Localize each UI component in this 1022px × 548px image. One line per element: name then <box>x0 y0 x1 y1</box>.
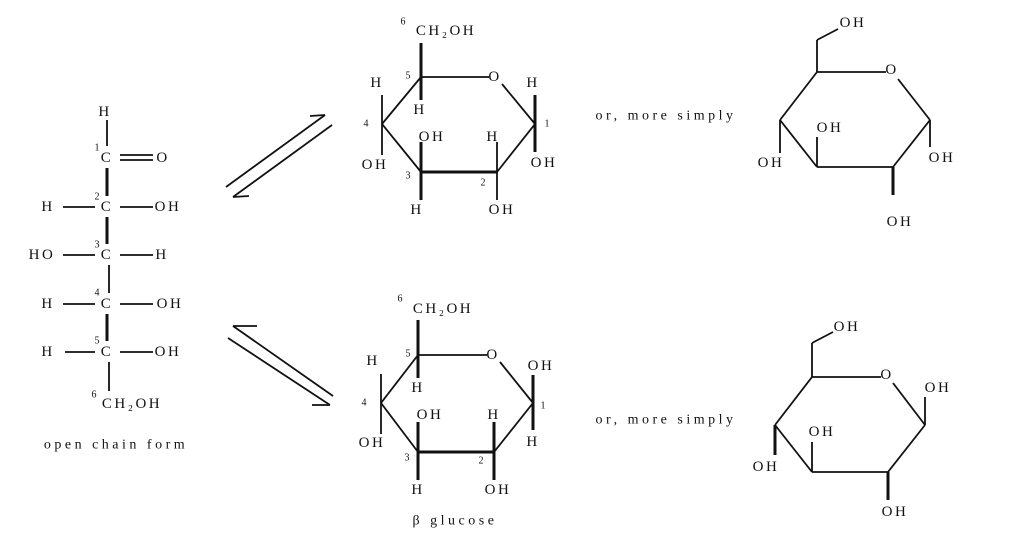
beta-ring-atom-label: H <box>487 407 500 423</box>
alpha-ring-atom-label: OH <box>489 202 516 218</box>
alpha-ring-atom-label: H <box>410 202 423 218</box>
beta-simple-bonds <box>773 331 926 500</box>
alpha-ring-bonds <box>381 43 537 200</box>
carbon-number: 3 <box>95 240 100 251</box>
alpha-ring-atom-label: O <box>488 69 501 85</box>
carbon-number: 5 <box>95 336 100 347</box>
beta-ring-bonds <box>380 320 535 480</box>
carbon-number: 6 <box>401 17 406 28</box>
alpha-simple-bonds <box>779 28 931 195</box>
open-chain-atom-label: H <box>41 199 54 215</box>
beta-glucose-caption: β glucose <box>413 514 498 529</box>
open-chain-atom-label: H <box>41 296 54 312</box>
carbon-number: 5 <box>406 349 411 360</box>
carbon-number: 6 <box>92 390 97 401</box>
alpha-ring-atom-label: OH <box>419 129 446 145</box>
simplified-note: or, more simply <box>596 109 737 124</box>
alpha-ring-atom-label: H <box>370 75 383 91</box>
open-chain-atom-label: C <box>101 150 114 166</box>
simple-ring-atom-label: OH <box>753 459 780 475</box>
simple-ring-atom-label: OH <box>809 424 836 440</box>
open-chain-atom-label: O <box>156 150 169 166</box>
open-chain-bonds <box>63 120 153 391</box>
simple-ring-atom-label: OH <box>834 319 861 335</box>
alpha-ring-atom-label: H <box>526 75 539 91</box>
open-chain-atom-label: H <box>98 104 111 120</box>
beta-ring-atom-label: OH <box>417 407 444 423</box>
beta-ring-atom-label: H <box>411 380 424 396</box>
simple-ring-atom-label: OH <box>882 504 909 520</box>
open-chain-atom-label: C <box>101 247 114 263</box>
carbon-number: 3 <box>405 453 410 464</box>
simple-ring-atom-label: OH <box>925 380 952 396</box>
open-chain-atom-label: C <box>101 344 114 360</box>
equilibrium-arrow-top <box>225 114 333 198</box>
open-chain-atom-label: H <box>41 344 54 360</box>
alpha-ring-atom-label: CH₂OH <box>416 23 476 39</box>
open-chain-atom-label: OH <box>157 296 184 312</box>
beta-ring-atom-label: OH <box>528 358 555 374</box>
carbon-number: 1 <box>545 119 550 130</box>
open-chain-atom-label: H <box>155 247 168 263</box>
alpha-ring-atom-label: H <box>486 129 499 145</box>
alpha-ring-atom-label: OH <box>531 155 558 171</box>
carbon-number: 1 <box>541 401 546 412</box>
open-chain-atom-label: HO <box>29 247 56 263</box>
equilibrium-arrow-bottom <box>227 325 334 406</box>
open-chain-caption: open chain form <box>44 438 188 453</box>
simple-ring-atom-label: OH <box>817 120 844 136</box>
beta-ring-atom-label: H <box>411 482 424 498</box>
carbon-number: 2 <box>95 192 100 203</box>
beta-ring-atom-label: OH <box>359 435 386 451</box>
simple-ring-atom-label: OH <box>929 150 956 166</box>
beta-ring-atom-label: H <box>366 353 379 369</box>
carbon-number: 6 <box>398 294 403 305</box>
beta-ring-atom-label: CH₂OH <box>413 301 473 317</box>
simple-ring-atom-label: OH <box>887 214 914 230</box>
simple-ring-atom-label: OH <box>758 155 785 171</box>
simple-ring-atom-label: OH <box>840 15 867 31</box>
open-chain-atom-label: OH <box>155 199 182 215</box>
carbon-number: 4 <box>362 398 367 409</box>
simplified-note: or, more simply <box>596 413 737 428</box>
alpha-ring-atom-label: H <box>413 102 426 118</box>
carbon-number: 4 <box>95 288 100 299</box>
alpha-ring-atom-label: OH <box>362 157 389 173</box>
open-chain-atom-label: C <box>101 199 114 215</box>
simple-ring-atom-label: O <box>880 367 893 383</box>
carbon-number: 1 <box>95 143 100 154</box>
carbon-number: 4 <box>364 119 369 130</box>
simple-ring-atom-label: O <box>885 62 898 78</box>
beta-ring-atom-label: OH <box>485 482 512 498</box>
open-chain-atom-label: CH₂OH <box>102 396 162 412</box>
open-chain-atom-label: C <box>101 296 114 312</box>
carbon-number: 2 <box>479 456 484 467</box>
open-chain-atom-label: OH <box>155 344 182 360</box>
beta-ring-atom-label: H <box>526 434 539 450</box>
carbon-number: 3 <box>406 171 411 182</box>
carbon-number: 5 <box>406 71 411 82</box>
beta-ring-atom-label: O <box>486 347 499 363</box>
carbon-number: 2 <box>481 178 486 189</box>
